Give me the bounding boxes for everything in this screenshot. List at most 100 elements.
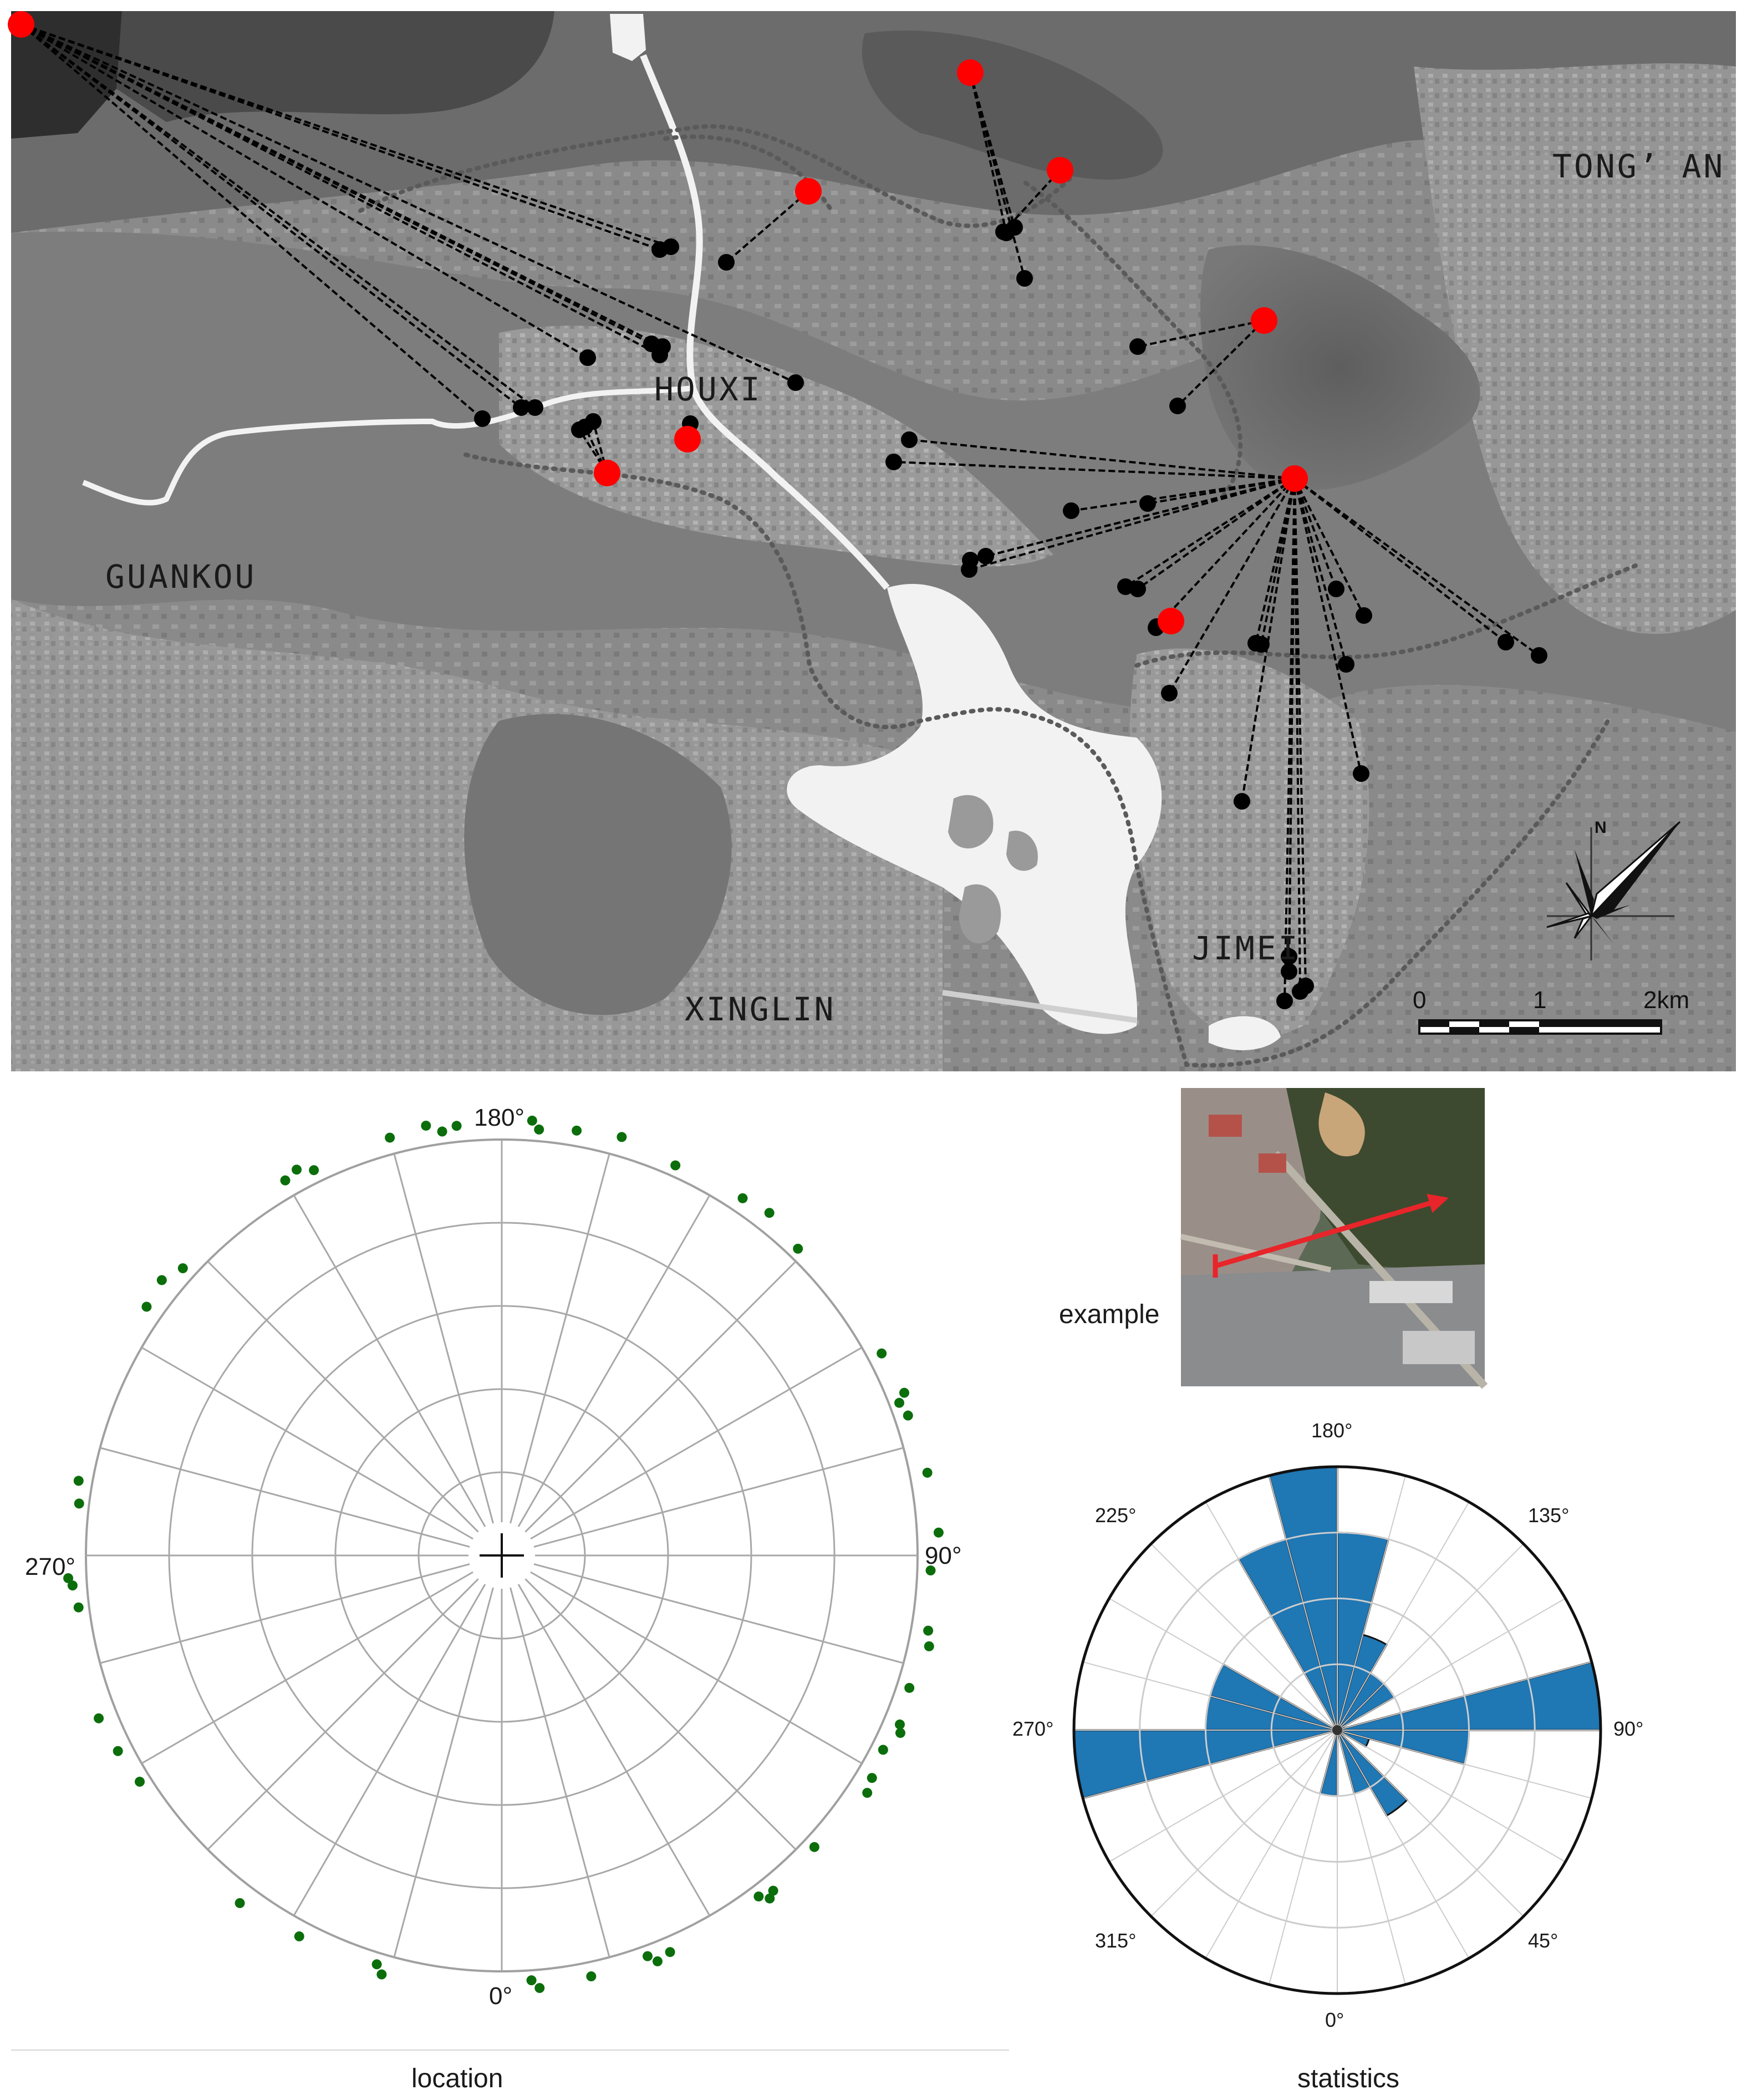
location-point	[809, 1842, 819, 1852]
location-point	[437, 1126, 447, 1137]
location-caption: location	[411, 2064, 503, 2093]
dark-mountain-center	[862, 30, 1163, 180]
location-point	[309, 1165, 319, 1176]
destination-point	[977, 548, 994, 565]
statistics-caption: statistics	[1297, 2064, 1399, 2093]
origin-destination-lines	[20, 23, 1540, 1001]
location-point	[526, 1975, 537, 1986]
destination-point	[527, 399, 543, 416]
location-point	[894, 1719, 905, 1730]
destination-point	[571, 421, 588, 438]
urban-tongan	[1414, 63, 1736, 634]
location-point	[933, 1527, 944, 1538]
stat-center	[1332, 1725, 1342, 1735]
statistics-rose-plot: 180° 225° 135° 270° 90° 315° 45° 0° stat…	[1012, 1419, 1643, 2093]
north-arrow-wind-rose: N	[1546, 818, 1681, 960]
destination-point	[1129, 581, 1146, 597]
destination-point	[961, 561, 977, 578]
place-label-xinglin: XINGLIN	[685, 990, 836, 1028]
od-line	[20, 23, 536, 409]
destination-point	[1328, 581, 1344, 597]
stat-grid-spoke	[1109, 1730, 1338, 1863]
location-point	[878, 1745, 888, 1755]
river-houxi	[640, 54, 890, 590]
dark-mountain-northwest	[11, 11, 122, 139]
destination-point	[1276, 993, 1293, 1009]
stat-grid-spoke	[1337, 1661, 1592, 1731]
od-line	[1255, 478, 1296, 644]
destination-point	[1281, 963, 1297, 980]
od-line	[1137, 319, 1265, 348]
location-grid-spoke	[517, 1194, 711, 1527]
stat-grid-spoke	[1082, 1730, 1338, 1799]
location-point	[451, 1121, 462, 1131]
destination-point	[1531, 647, 1547, 664]
example-label: example	[1059, 1300, 1159, 1329]
location-point	[586, 1971, 597, 1982]
location-grid-spoke	[517, 1584, 711, 1916]
origin-point	[795, 178, 822, 205]
place-label-jimei: JIMEI	[1192, 929, 1300, 967]
location-grid-spoke	[207, 1260, 479, 1533]
location-grid-spoke	[510, 1587, 610, 1957]
jimei-lake	[1209, 1016, 1281, 1050]
od-line	[21, 23, 671, 248]
od-line	[1168, 477, 1296, 694]
location-point	[753, 1891, 764, 1901]
stat-grid-spoke	[1150, 1730, 1338, 1917]
location-point	[534, 1983, 545, 1994]
destination-point	[585, 413, 602, 430]
stat-angle-180: 180°	[1311, 1419, 1352, 1442]
location-point	[894, 1397, 904, 1408]
scale-bar: 0 1 2km	[1413, 987, 1689, 1035]
destination-point	[1498, 634, 1514, 650]
stat-angle-0: 0°	[1325, 2009, 1344, 2031]
od-line	[969, 72, 1007, 233]
study-area-map: TONG’ AN HOUXI GUANKOU JIMEI XINGLIN N	[8, 11, 1736, 1071]
bay-islands	[948, 795, 1038, 944]
od-line	[725, 190, 809, 263]
location-point	[765, 1893, 775, 1904]
location-point	[156, 1275, 167, 1285]
od-line	[578, 429, 608, 474]
stat-grid-spoke	[1337, 1475, 1406, 1731]
causeway	[942, 990, 1137, 1023]
location-grid-spoke	[100, 1563, 470, 1664]
destination-point	[579, 349, 596, 366]
location-point	[877, 1348, 887, 1359]
location-point	[922, 1467, 933, 1478]
origin-point	[957, 59, 984, 86]
destination-point	[787, 374, 804, 391]
location-point	[925, 1565, 936, 1576]
od-line	[20, 23, 483, 420]
destination-point	[901, 431, 918, 448]
example-image: example	[1059, 1088, 1488, 1389]
destination-point	[1353, 765, 1369, 782]
location-grid-spoke	[533, 1447, 904, 1548]
od-line	[909, 439, 1295, 480]
location-point	[764, 1208, 775, 1218]
location-point	[923, 1625, 934, 1636]
stat-angle-270: 270°	[1012, 1717, 1053, 1740]
od-line	[21, 23, 796, 384]
od-line	[1176, 319, 1265, 407]
origin-point	[674, 426, 701, 452]
dark-mountain-northwest-2	[116, 11, 554, 122]
north-reservoir	[610, 14, 646, 61]
destination-point	[1234, 793, 1250, 810]
destination-point	[1338, 656, 1354, 673]
location-point	[421, 1120, 431, 1131]
location-grid-spoke	[533, 1563, 904, 1664]
origin-point	[1281, 465, 1308, 492]
destination-point	[1161, 685, 1178, 701]
location-point	[113, 1746, 123, 1756]
stat-grid-spoke	[1337, 1730, 1406, 1985]
place-label-guankou: GUANKOU	[105, 558, 256, 596]
location-point	[665, 1947, 675, 1957]
location-angle-90: 90°	[925, 1542, 962, 1569]
location-point	[670, 1160, 681, 1171]
location-point	[73, 1602, 84, 1613]
stat-grid-spoke	[1337, 1543, 1524, 1731]
od-line	[1147, 477, 1295, 505]
location-point	[867, 1773, 877, 1783]
